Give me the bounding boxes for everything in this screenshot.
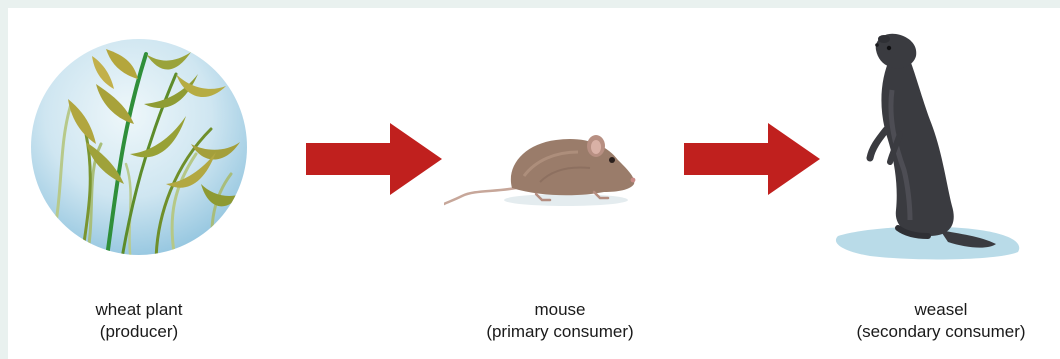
organism-role: (primary consumer) [460,321,660,343]
wheat-plant-icon [26,34,252,260]
organism-label-weasel: weasel (secondary consumer) [830,299,1052,343]
organism-role: (secondary consumer) [830,321,1052,343]
arrow-icon [306,123,442,195]
mouse-icon [444,130,640,212]
organism-name: weasel [830,299,1052,321]
organism-label-wheat: wheat plant (producer) [64,299,214,343]
organism-role: (producer) [64,321,214,343]
weasel-icon [830,30,1026,262]
organism-label-mouse: mouse (primary consumer) [460,299,660,343]
organism-name: wheat plant [64,299,214,321]
arrow-icon [684,123,820,195]
organism-name: mouse [460,299,660,321]
